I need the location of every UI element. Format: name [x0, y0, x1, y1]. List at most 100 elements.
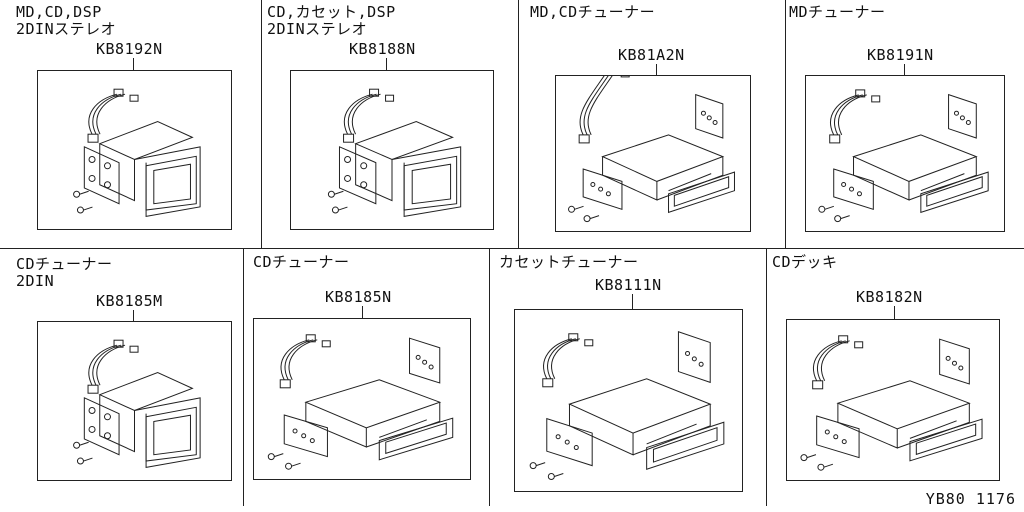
- bracket-hole: [360, 181, 368, 189]
- unit-top: [836, 380, 971, 430]
- bracket-hole: [103, 413, 111, 421]
- mount-bracket: [83, 146, 120, 205]
- panel-8: CDデッキ KB8182N: [766, 248, 1024, 506]
- mount-bracket: [677, 331, 711, 384]
- screw: [76, 457, 84, 465]
- unit-front: [366, 402, 441, 448]
- screw: [834, 215, 842, 223]
- bracket-hole: [965, 120, 971, 125]
- connector-plug: [321, 340, 331, 348]
- leader-line: [133, 310, 134, 322]
- bracket-hole: [712, 120, 718, 125]
- connector-plug: [129, 345, 139, 353]
- leader-line: [894, 306, 895, 319]
- trim-plate-inner: [652, 426, 718, 463]
- leader-line: [386, 58, 387, 71]
- screw: [267, 453, 275, 461]
- unit-side: [355, 143, 393, 202]
- screen: [403, 155, 458, 211]
- bracket-hole: [685, 350, 691, 356]
- bracket-hole: [564, 439, 570, 445]
- panel-3: MD,CDチューナー KB81A2N: [518, 0, 785, 248]
- part-number: KB8185M: [96, 292, 163, 310]
- screw-shaft: [291, 462, 301, 467]
- wire-harness: [817, 340, 846, 382]
- panel-title: CDデッキ: [772, 253, 838, 271]
- part-number: KB8185N: [325, 288, 392, 306]
- bracket-hole: [841, 439, 847, 445]
- unit-side: [837, 403, 898, 449]
- screw: [818, 205, 826, 213]
- connector-plug: [87, 384, 99, 394]
- wire-harness: [821, 340, 850, 382]
- panel-7: カセットチューナー KB8111N: [489, 248, 766, 506]
- unit-side: [602, 156, 658, 201]
- connector-plug: [343, 133, 355, 143]
- mount-bracket: [83, 397, 120, 456]
- divider-vertical-bottom-3: [766, 248, 767, 506]
- screw-shaft: [338, 206, 348, 211]
- connector-plug: [838, 335, 849, 344]
- wire-harness: [830, 94, 859, 136]
- panel-title: カセットチューナー: [499, 253, 639, 271]
- divider-horizontal: [0, 248, 1024, 249]
- connector-plug: [855, 89, 866, 98]
- wire-harness: [92, 344, 122, 386]
- screw-shaft: [806, 454, 817, 459]
- part-number: KB8191N: [867, 46, 934, 64]
- mount-bracket: [939, 338, 970, 385]
- unit-front: [632, 404, 711, 456]
- component-frame: [555, 75, 751, 232]
- disc-slot: [920, 173, 965, 192]
- connector-plug: [279, 379, 291, 389]
- panel-title: MD,CDチューナー: [530, 3, 656, 21]
- leader-line: [904, 64, 905, 76]
- wire-harness: [88, 93, 118, 135]
- bracket-hole: [958, 365, 964, 371]
- bracket-hole: [344, 155, 352, 163]
- bracket-hole: [428, 364, 434, 370]
- unit-front: [897, 403, 970, 449]
- connector-plug: [113, 339, 124, 348]
- unit-side: [99, 394, 135, 453]
- panel-4: MDチューナー KB8191N: [785, 0, 1024, 248]
- unit-top: [98, 121, 194, 161]
- unit-front: [656, 156, 724, 201]
- trim-plate-inner: [673, 176, 730, 207]
- trim-plate-inner: [915, 423, 977, 456]
- part-number: KB8192N: [96, 40, 163, 58]
- bracket-hole: [605, 191, 611, 197]
- screen: [145, 406, 197, 462]
- trim-plate: [920, 171, 989, 214]
- bracket-hole: [555, 434, 561, 440]
- screw: [817, 463, 825, 471]
- wire-harness: [579, 76, 605, 136]
- mount-bracket: [338, 146, 377, 205]
- unit-drawing: [327, 88, 462, 217]
- bracket-hole: [856, 191, 862, 197]
- disc-slot: [909, 420, 957, 439]
- leader-line: [656, 64, 657, 76]
- component-frame: [290, 70, 494, 230]
- bracket-hole: [103, 432, 111, 440]
- wire-harness: [834, 94, 863, 136]
- unit-drawing: [267, 334, 454, 470]
- wire-harness: [547, 338, 576, 380]
- component-frame: [37, 321, 232, 481]
- unit-top: [601, 134, 725, 182]
- bracket-hole: [700, 110, 706, 116]
- screw: [73, 190, 81, 198]
- unit-top: [354, 121, 454, 161]
- wire-harness: [92, 93, 122, 135]
- bracket-hole: [88, 174, 96, 182]
- unit-drawing: [800, 335, 983, 471]
- connector-plug: [113, 88, 124, 97]
- connector-plug: [620, 76, 630, 78]
- mount-bracket: [948, 93, 977, 139]
- screw: [583, 215, 591, 223]
- bracket-hole: [88, 155, 96, 163]
- wire-harness: [284, 339, 314, 381]
